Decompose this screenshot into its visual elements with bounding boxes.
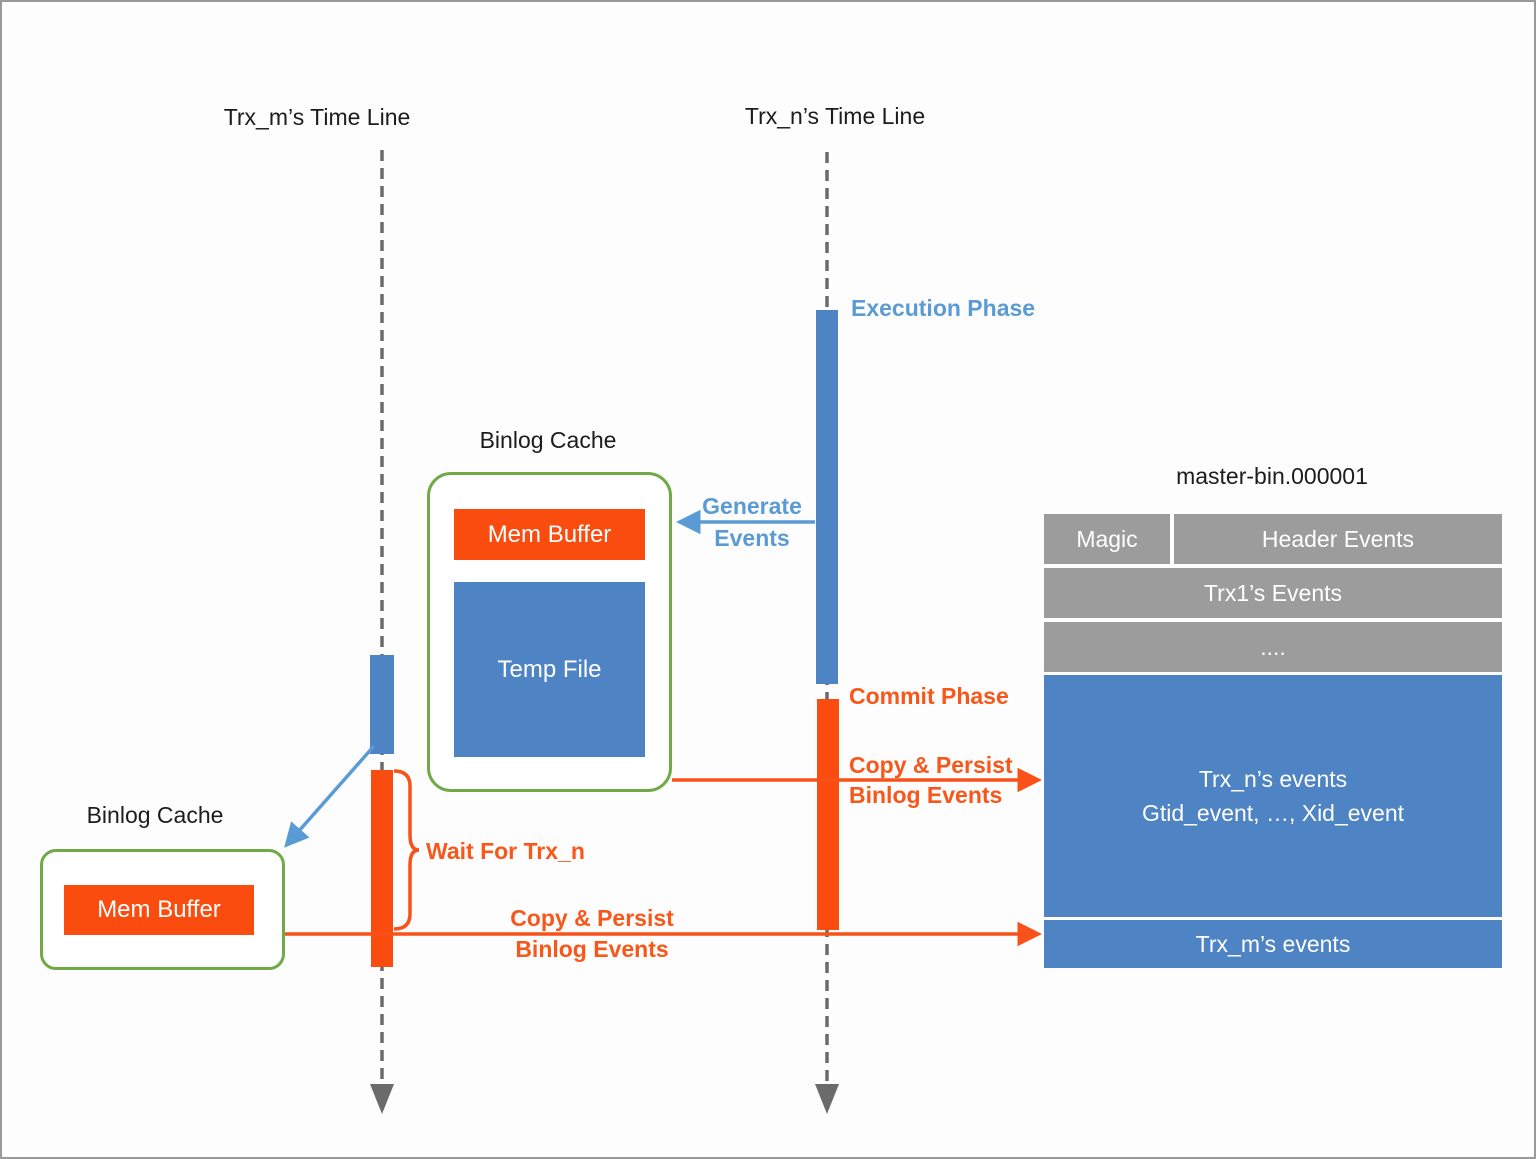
wait-brace <box>393 769 420 931</box>
binlog-cache-n-title: Binlog Cache <box>479 427 617 453</box>
commit-phase-label: Commit Phase <box>849 683 1009 709</box>
binlog-cache-m-title: Binlog Cache <box>86 802 224 828</box>
trx-n-execution-bar <box>816 310 838 684</box>
binlog-file-trx-m-row: Trx_m’s events <box>1044 920 1502 968</box>
trx-m-execution-bar <box>370 655 394 754</box>
copy-persist-m-label-line2: Binlog Events <box>515 936 669 962</box>
copy-persist-m-label-line1: Copy & Persist <box>510 905 674 931</box>
execution-phase-label: Execution Phase <box>851 295 1036 321</box>
trx-m-commit-bar <box>371 770 393 967</box>
wait-for-trx-n-label: Wait For Trx_n <box>426 838 585 864</box>
binlog-file-header-events-cell: Header Events <box>1174 514 1502 564</box>
binlog-file-title: master-bin.000001 <box>1176 463 1368 489</box>
trx-m-timeline-arrowhead-icon <box>370 1084 394 1114</box>
trx-n-timeline-label: Trx_n’s Time Line <box>744 103 926 129</box>
binlog-file-trx-n-row-line1: Trx_n’s events <box>1198 766 1348 792</box>
binlog-file-magic-cell: Magic <box>1044 514 1170 564</box>
binlog-cache-m-mem-buffer: Mem Buffer <box>64 885 254 935</box>
binlog-file-trx1-row: Trx1’s Events <box>1044 568 1502 618</box>
trx-n-commit-bar <box>817 699 839 930</box>
trx-m-generate-events-arrow <box>284 744 376 848</box>
generate-events-label-line1: Generate <box>702 493 802 519</box>
generate-events-label-line2: Events <box>714 525 790 551</box>
binlog-cache-n-temp-file: Temp File <box>454 582 645 757</box>
copy-persist-n-label-line2: Binlog Events <box>849 782 1003 808</box>
trx-n-timeline-arrowhead-icon <box>815 1084 839 1114</box>
binlog-file-trx-n-row-line2: Gtid_event, …, Xid_event <box>1141 800 1405 826</box>
copy-persist-n-label-line1: Copy & Persist <box>849 752 1013 778</box>
binlog-file-dots-row: .... <box>1044 622 1502 672</box>
binlog-cache-n-mem-buffer: Mem Buffer <box>454 509 645 560</box>
trx-m-timeline-label: Trx_m’s Time Line <box>223 104 411 130</box>
binlog-file-trx-n-row: Trx_n’s events Gtid_event, …, Xid_event <box>1044 675 1502 917</box>
